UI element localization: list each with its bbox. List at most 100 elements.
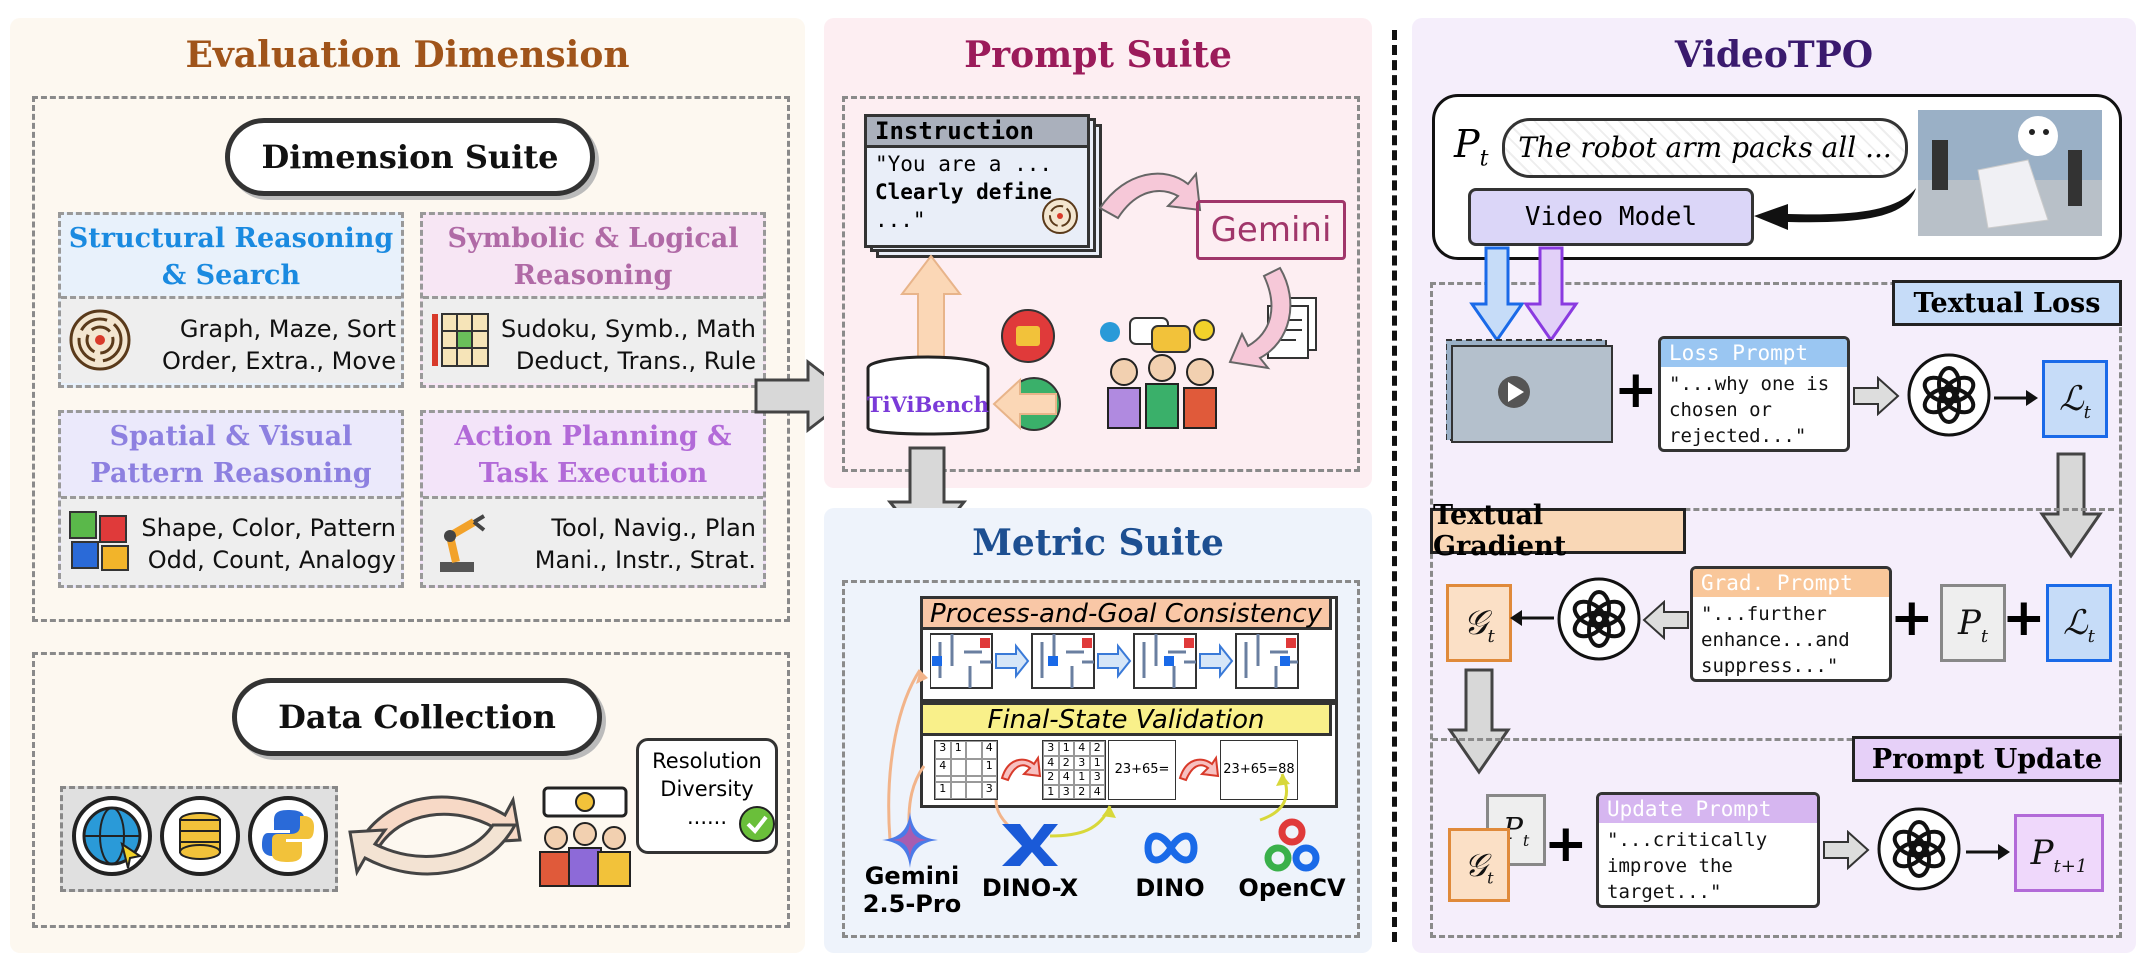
tool-connectors <box>887 669 1290 841</box>
sudoku-cell: 3 <box>1043 741 1059 756</box>
maze-agent <box>1048 656 1058 666</box>
robot-arm-icon <box>440 514 486 572</box>
arrow-down-2 <box>1447 668 1511 775</box>
instruction-line-3: ..." <box>875 208 926 232</box>
feedback-people-icon <box>1100 317 1217 429</box>
maze-agent <box>1280 656 1290 666</box>
maze-progression <box>930 633 1299 689</box>
globe-icon <box>72 796 152 876</box>
sudoku-cell: 3 <box>1074 755 1090 770</box>
tool-opencv-label: OpenCV <box>1238 874 1346 902</box>
arrow-left-small-1 <box>1510 610 1554 626</box>
update-prompt-header: Update Prompt <box>1599 795 1817 823</box>
arrow-small-4 <box>1966 844 2010 860</box>
plus-sign-3: + <box>2002 588 2046 648</box>
prompt-update-tag: Prompt Update <box>1852 736 2122 782</box>
sudoku-cell: 4 <box>1089 784 1105 799</box>
maze-walls <box>1040 634 1094 688</box>
tool-dino-label: DINO <box>1135 874 1205 902</box>
opencv-icon <box>1264 818 1320 872</box>
maze-walls <box>1142 634 1196 688</box>
prompt-symbol: Pt <box>1454 122 1489 172</box>
final-validation-header: Final-State Validation <box>920 702 1332 736</box>
category-action-body-bg <box>423 496 763 585</box>
arrow-left-small-2 <box>1642 600 1689 640</box>
tivibench-label: TiViBench <box>867 392 989 417</box>
textual-gradient-tag: Textual Gradient <box>1430 500 1686 562</box>
sudoku-cell <box>950 776 966 782</box>
sudoku-cell: 2 <box>1058 755 1074 770</box>
instruction-line-2: Clearly define <box>875 180 1053 204</box>
data-collection-frame <box>32 652 790 928</box>
metric-suite-frame <box>842 580 1360 938</box>
sudoku-cell: 1 <box>935 781 951 799</box>
sudoku-cell <box>966 781 982 799</box>
sudoku-cell <box>966 776 982 782</box>
gemini-logo: Gemini <box>1196 200 1346 260</box>
plus-sign-4: + <box>1544 814 1588 874</box>
update-prompt-box: Update Prompt "...critically improve the… <box>1596 792 1820 908</box>
category-structural-body: Graph, Maze, Sort Order, Extra., Move <box>161 315 396 375</box>
maze-goal <box>1082 638 1092 648</box>
sudoku-cell: 2 <box>1089 741 1105 756</box>
prompt-doc-1: Pt <box>1940 584 2006 662</box>
arrow-right-small-3 <box>1823 830 1870 870</box>
sudoku-cell: 1 <box>1058 741 1074 756</box>
process-consistency-header: Process-and-Goal Consistency <box>920 596 1332 630</box>
loss-prompt-box: Loss Prompt "...why one is chosen or rej… <box>1658 336 1850 452</box>
prompt-suite-frame <box>842 96 1360 472</box>
python-icon <box>248 796 328 876</box>
tool-gemini-label: Gemini 2.5-Pro <box>862 862 962 918</box>
openai-logo-icon-1 <box>1907 353 1991 437</box>
sudoku-cell: 1 <box>981 758 997 776</box>
tivibench-database-icon <box>866 355 990 436</box>
check-badge-icon <box>739 806 775 842</box>
video-thumbnails <box>1446 339 1613 443</box>
robot-caption: The robot arm packs all ... <box>1502 118 1908 178</box>
team-icon <box>539 786 631 887</box>
maze-step-arrow <box>1097 643 1132 679</box>
dino-x-icon <box>1002 824 1058 866</box>
maze-agent <box>1164 656 1174 666</box>
equation-after: 23+65=88 <box>1220 740 1298 800</box>
maze-goal <box>1184 638 1194 648</box>
maze-step-arrow <box>1199 643 1234 679</box>
grad-prompt-box: Grad. Prompt "...further enhance...and s… <box>1690 566 1892 682</box>
arrow-to-model-icon <box>1754 188 1916 230</box>
sudoku-cell: 3 <box>1089 770 1105 785</box>
section-divider <box>1392 30 1397 942</box>
gemini-star-icon <box>882 812 938 868</box>
grad-prompt-header: Grad. Prompt <box>1693 569 1889 597</box>
arrow-small-2 <box>1994 390 2038 406</box>
curved-arrow-red-1 <box>1000 755 1042 782</box>
maze-icon <box>69 309 131 371</box>
dimension-suite-pill: Dimension Suite <box>225 118 595 196</box>
videotpo-title: VideoTPO <box>1674 34 1874 76</box>
sudoku-cell <box>966 758 982 776</box>
tpo-loop-frame <box>1430 282 2122 938</box>
maze-goal <box>1286 638 1296 648</box>
grad-doc-2: 𝒢t <box>1448 828 1510 902</box>
arrow-down-1 <box>2039 452 2103 559</box>
sudoku-cell: 2 <box>1043 770 1059 785</box>
maze-step-arrow <box>995 643 1030 679</box>
sudoku-cell: 1 <box>1074 770 1090 785</box>
dimension-suite-frame <box>32 96 790 622</box>
resolution-bubble: Resolution Diversity ...... <box>636 738 778 854</box>
sudoku-cell <box>950 758 966 776</box>
maze-goal <box>980 638 990 648</box>
maze-walls <box>1244 634 1298 688</box>
category-action-title: Action Planning & Task Execution <box>454 421 732 489</box>
plus-sign-2: + <box>1890 588 1934 648</box>
sudoku-cell: 4 <box>935 758 951 776</box>
arrow-to-gemini-icon <box>1098 171 1202 220</box>
textual-loss-tag: Textual Loss <box>1892 280 2122 326</box>
sudoku-cell <box>935 776 951 782</box>
category-spatial-body: Shape, Color, Pattern Odd, Count, Analog… <box>141 514 396 574</box>
exchange-arrows-icon <box>348 795 522 877</box>
sudoku-cell: 3 <box>1058 784 1074 799</box>
sudoku-grid-icon <box>432 313 489 367</box>
sudoku-cell: 1 <box>950 741 966 759</box>
category-action-body: Tool, Navig., Plan Mani., Instr., Strat. <box>534 514 756 574</box>
meta-infinity-icon <box>1144 832 1198 864</box>
